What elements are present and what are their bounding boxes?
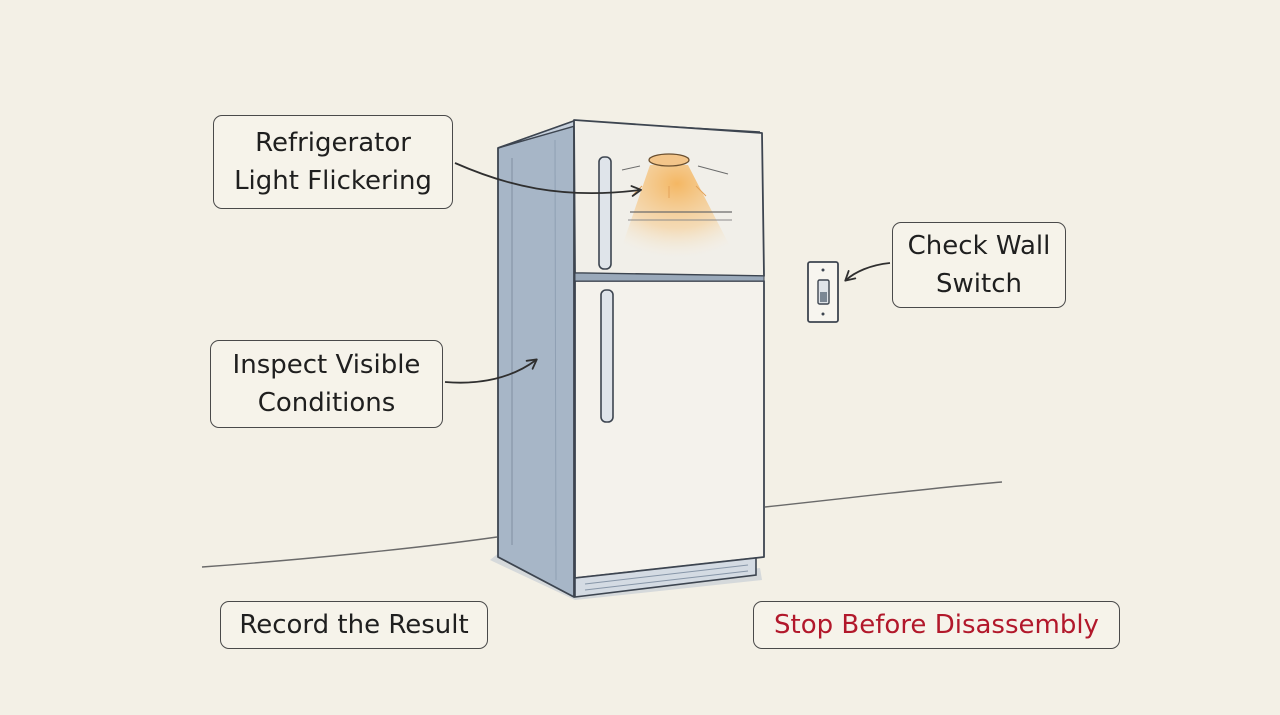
arrow-icon [844,262,891,282]
wall-switch-icon [807,261,839,323]
record-result-label: Record the Result [220,601,488,649]
stop-before-disassembly-text: Stop Before Disassembly [774,610,1099,640]
inspect-conditions-line2: Conditions [257,388,396,418]
check-wall-switch-line2: Switch [936,269,1022,299]
arrow-icon [444,358,538,384]
ceiling-light-icon [618,153,736,258]
arrow-icon [454,162,642,197]
light-flickering-line1: Refrigerator [255,128,411,158]
inspect-conditions-label: Inspect Visible Conditions [210,340,443,428]
check-wall-switch-line1: Check Wall [907,231,1051,261]
record-result-text: Record the Result [239,610,469,640]
check-wall-switch-label: Check Wall Switch [892,222,1066,308]
inspect-conditions-line1: Inspect Visible [232,350,421,380]
light-flickering-line2: Light Flickering [234,166,432,196]
stop-before-disassembly-label: Stop Before Disassembly [753,601,1120,649]
floor-line [201,481,1003,568]
light-flickering-label: Refrigerator Light Flickering [213,115,453,209]
